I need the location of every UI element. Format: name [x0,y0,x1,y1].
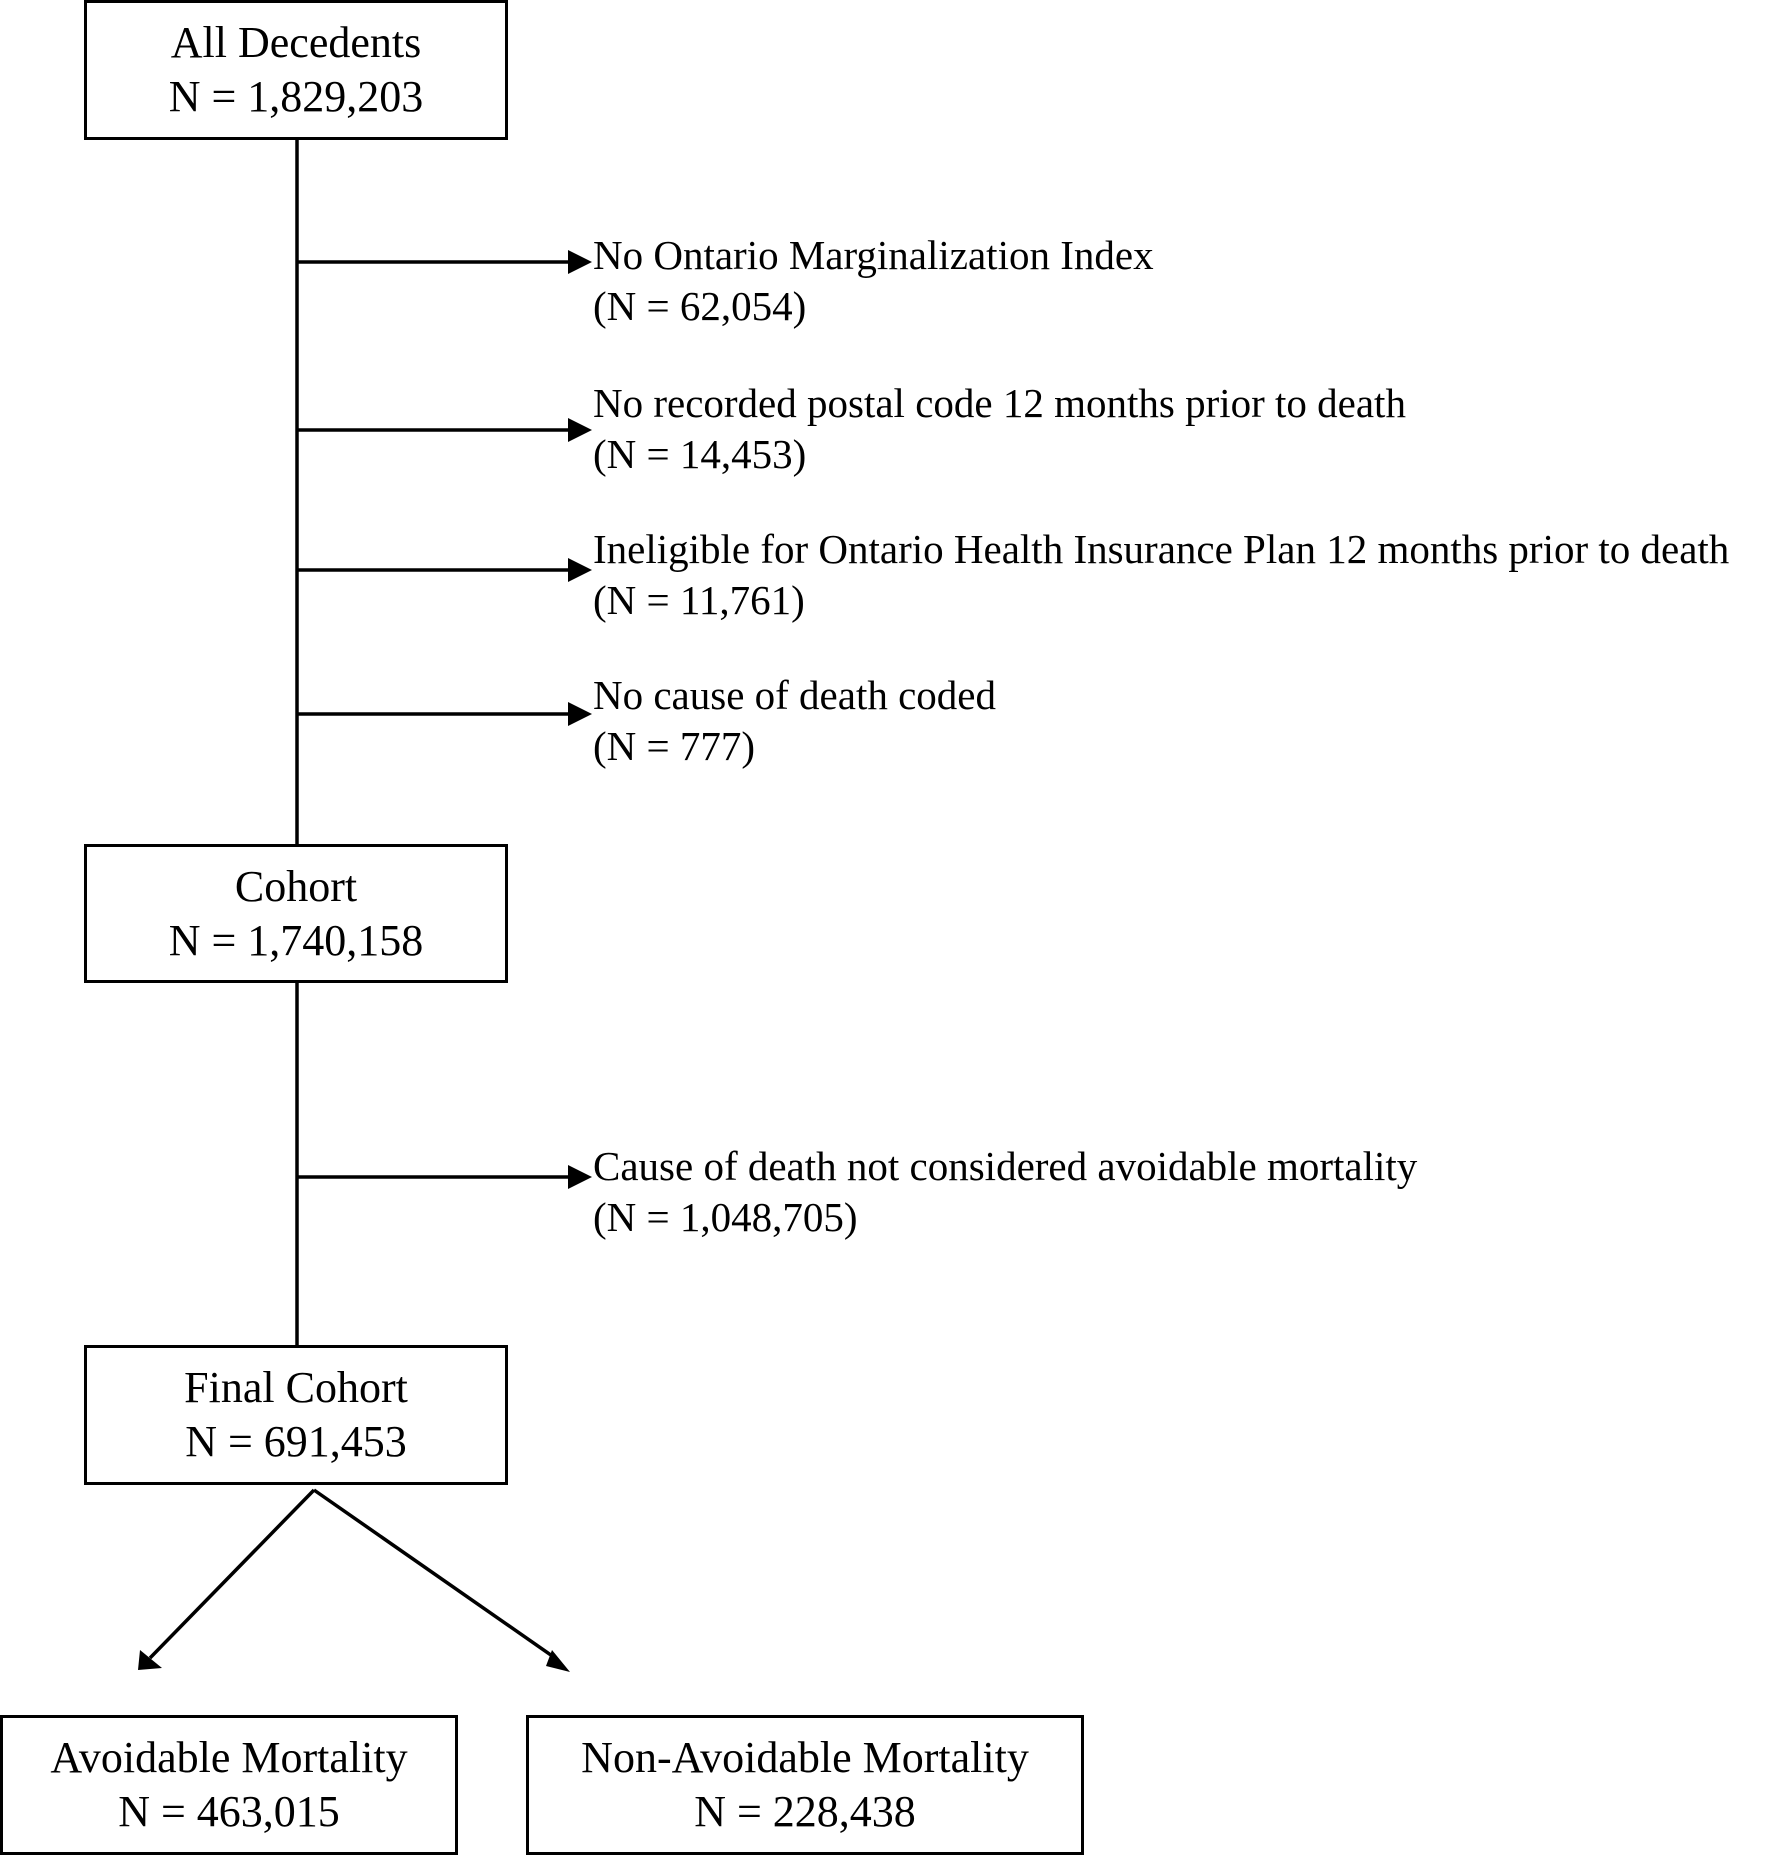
exclusion-3-label: Ineligible for Ontario Health Insurance … [593,526,1730,572]
arrowhead-4 [568,702,592,726]
arrowhead-3 [568,558,592,582]
exclusion-4-count: (N = 777) [593,723,756,769]
final-cohort-count: N = 691,453 [185,1417,407,1466]
arrowhead-2 [568,418,592,442]
avoidable-mortality-count: N = 463,015 [118,1787,340,1836]
non-avoidable-mortality-count: N = 228,438 [694,1787,916,1836]
cohort-box: Cohort N = 1,740,158 [84,844,508,983]
exclusion-5: Cause of death not considered avoidable … [593,1141,1417,1243]
arrowhead-left [138,1650,162,1670]
exclusion-5-label: Cause of death not considered avoidable … [593,1143,1418,1189]
cohort-label: Cohort [234,861,358,911]
non-avoidable-mortality-box: Non-Avoidable Mortality N = 228,438 [526,1715,1084,1855]
exclusion-4: No cause of death coded (N = 777) [593,670,996,772]
all-decedents-count: N = 1,829,203 [168,72,424,121]
arrowhead-1 [568,250,592,274]
exclusion-1-label: No Ontario Marginalization Index [593,232,1154,278]
final-cohort-label: Final Cohort [184,1363,408,1412]
exclusion-2-count: (N = 14,453) [593,431,807,477]
split-arrow-left [148,1488,316,1660]
avoidable-mortality-label: Avoidable Mortality [50,1733,408,1782]
exclusion-2: No recorded postal code 12 months prior … [593,378,1406,480]
arrowhead-right [546,1650,570,1672]
split-arrow-right [312,1488,560,1662]
final-cohort-box: Final Cohort N = 691,453 [84,1345,508,1485]
exclusion-1: No Ontario Marginalization Index (N = 62… [593,230,1154,332]
all-decedents-box: All Decedents N = 1,829,203 [84,0,508,140]
non-avoidable-mortality-label: Non-Avoidable Mortality [581,1733,1029,1782]
arrowhead-5 [568,1165,592,1189]
exclusion-3: Ineligible for Ontario Health Insurance … [593,524,1729,626]
avoidable-mortality-box: Avoidable Mortality N = 463,015 [0,1715,458,1855]
exclusion-1-count: (N = 62,054) [593,283,807,329]
exclusion-3-count: (N = 11,761) [593,577,805,623]
exclusion-4-label: No cause of death coded [593,672,996,718]
exclusion-2-label: No recorded postal code 12 months prior … [593,380,1406,426]
exclusion-5-count: (N = 1,048,705) [593,1194,858,1240]
cohort-count: N = 1,740,158 [168,915,424,965]
all-decedents-label: All Decedents [170,18,422,67]
